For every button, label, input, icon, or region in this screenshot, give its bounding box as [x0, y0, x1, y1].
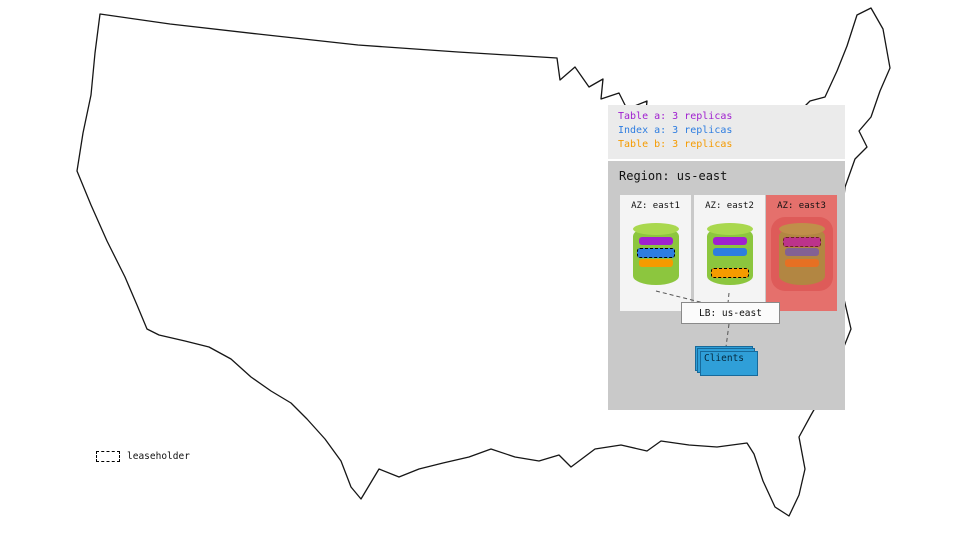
replica-band-table-a: [712, 237, 747, 245]
legend-table-a: Table a: 3 replicas: [618, 111, 733, 122]
az-east1-label: AZ: east1: [631, 201, 680, 211]
replica-band-index-a: [784, 248, 819, 256]
leaseholder-dashed-swatch-icon: [96, 451, 120, 462]
legend-index-a: Index a: 3 replicas: [618, 125, 733, 136]
cylinder-top: [706, 223, 753, 235]
database-cylinder-east1: [632, 223, 679, 287]
cylinder-top: [632, 223, 679, 235]
leaseholder-legend-label: leaseholder: [127, 451, 190, 462]
cylinder-top: [778, 223, 825, 235]
legend-table-b: Table b: 3 replicas: [618, 139, 733, 150]
replica-band-table-b-leaseholder: [710, 268, 749, 278]
clients-box: Clients: [695, 346, 758, 376]
load-balancer-box: LB: us-east: [681, 302, 780, 324]
replica-band-table-a: [638, 237, 673, 245]
az-east2-box: AZ: east2: [694, 195, 765, 311]
az-east2-label: AZ: east2: [705, 201, 754, 211]
leaseholder-legend: leaseholder: [96, 451, 190, 462]
az-east3-label: AZ: east3: [777, 201, 826, 211]
replica-legend-box: Table a: 3 replicas Index a: 3 replicas …: [608, 105, 845, 159]
cylinder-body: [778, 227, 825, 285]
az-east1-box: AZ: east1: [620, 195, 691, 311]
database-cylinder-east2: [706, 223, 753, 287]
replica-band-table-b: [784, 259, 819, 267]
region-label: Region: us-east: [619, 169, 728, 183]
replica-band-index-a-leaseholder: [636, 248, 675, 258]
az-east3-box-down: AZ: east3: [766, 195, 837, 311]
replica-band-table-a-leaseholder: [782, 237, 821, 247]
replica-band-table-b: [638, 259, 673, 267]
database-cylinder-east3: [770, 217, 833, 291]
replica-band-index-a: [712, 248, 747, 256]
